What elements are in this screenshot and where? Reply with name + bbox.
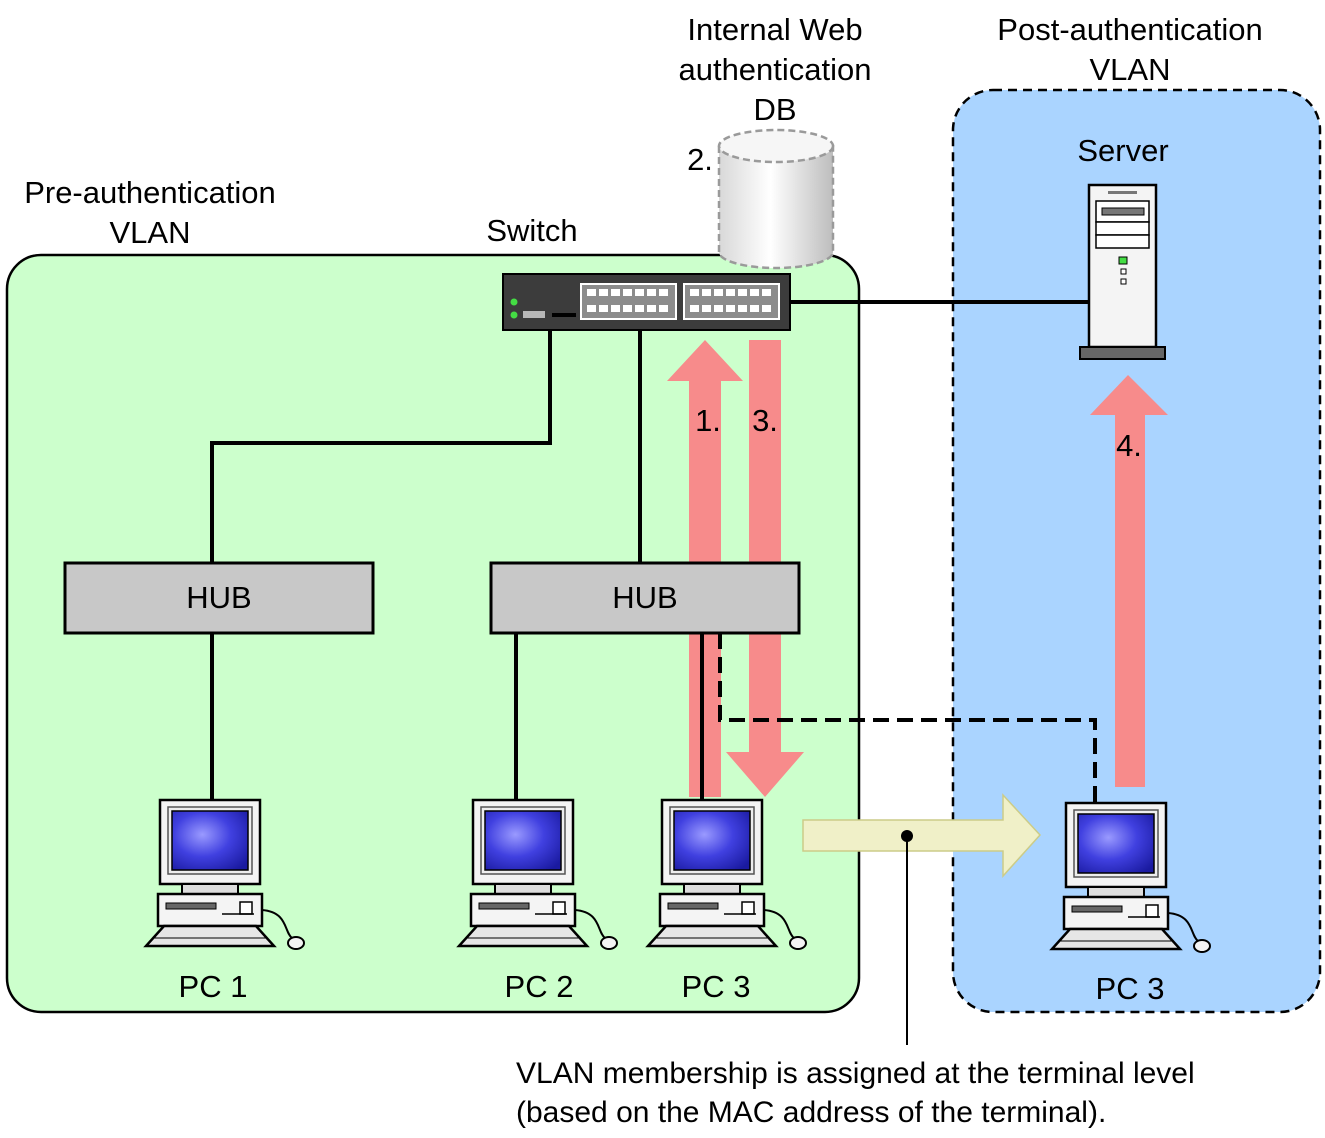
db-label-line2: authentication: [678, 52, 871, 87]
switch-label: Switch: [486, 213, 577, 248]
hub-right-label: HUB: [612, 580, 677, 615]
step4-arrow: [1090, 375, 1168, 787]
network-cables: [210, 300, 1088, 800]
hub-left-label: HUB: [186, 580, 251, 615]
database-icon: [717, 128, 835, 270]
pc2-label: PC 2: [505, 969, 574, 1004]
network-switch-icon: [502, 273, 791, 331]
post-vlan-label-line1: Post-authentication: [997, 12, 1262, 47]
pc3-post-label: PC 3: [1096, 971, 1165, 1006]
server-tower-icon: [1079, 183, 1166, 360]
terminal-move-arrow: [802, 793, 1042, 878]
post-auth-dashed-link: [718, 633, 1097, 803]
hub-left: [63, 561, 375, 635]
step1-label: 1.: [695, 403, 721, 438]
post-vlan-label-line2: VLAN: [1090, 52, 1171, 87]
pc1-label: PC 1: [179, 969, 248, 1004]
step4-label: 4.: [1116, 428, 1142, 463]
db-label-line1: Internal Web: [687, 12, 862, 47]
server-label: Server: [1077, 133, 1168, 168]
hub-right: [489, 561, 801, 635]
pc3-label: PC 3: [682, 969, 751, 1004]
note-line2: (based on the MAC address of the termina…: [516, 1096, 1106, 1129]
note-leader-dot: [901, 830, 913, 842]
step3-label: 3.: [752, 403, 778, 438]
pre-vlan-label-line2: VLAN: [110, 215, 191, 250]
pre-vlan-label-line1: Pre-authentication: [24, 175, 276, 210]
step2-label: 2.: [687, 142, 713, 177]
note-line1: VLAN membership is assigned at the termi…: [516, 1057, 1195, 1090]
db-label-line3: DB: [753, 92, 796, 127]
